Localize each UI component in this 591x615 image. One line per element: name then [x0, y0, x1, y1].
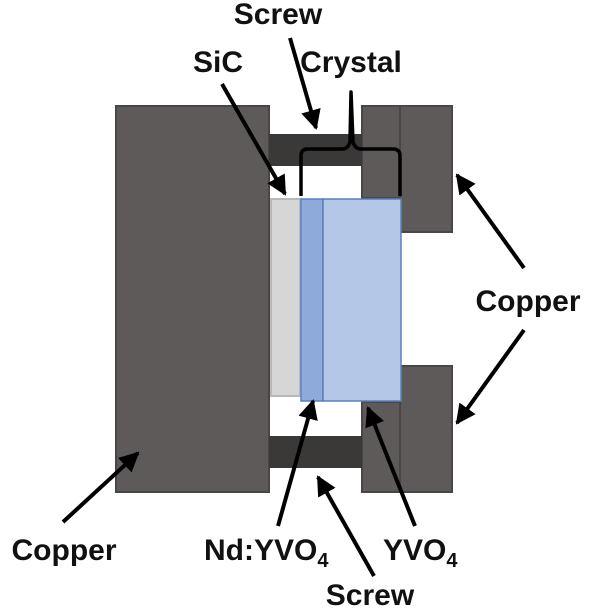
label-ndyvo4: Nd:YVO4 [204, 534, 329, 572]
arrow-copper-left [61, 451, 140, 524]
arrow-yvo4 [365, 406, 417, 527]
crystal-bracket [299, 90, 402, 196]
yvo4-layer [322, 198, 402, 402]
label-copper-right: Copper [476, 285, 581, 318]
screw-bottom [269, 436, 362, 468]
copper-block-left [115, 105, 270, 493]
label-yvo4: YVO4 [383, 534, 458, 572]
arrow-screw-bottom [316, 475, 376, 577]
arrow-copper-right-top [455, 173, 526, 270]
arrow-copper-right-bottom [455, 328, 526, 425]
sic-layer [270, 198, 301, 397]
label-ndyvo4-main: Nd:YVO [204, 534, 317, 567]
label-crystal: Crystal [300, 46, 402, 79]
copper-block-right-bottom-outer [399, 365, 453, 493]
copper-block-right-top-outer [399, 105, 453, 233]
label-yvo4-main: YVO [383, 534, 446, 567]
label-yvo4-subscript: 4 [446, 550, 458, 572]
arrow-ndyvo4 [276, 399, 318, 527]
arrow-sic [220, 83, 287, 196]
label-ndyvo4-subscript: 4 [317, 550, 329, 572]
ndyvo4-layer [300, 198, 324, 402]
label-sic: SiC [193, 46, 243, 79]
label-copper-left: Copper [12, 534, 117, 567]
arrow-screw-top [288, 37, 321, 130]
copper-block-right-top-inner [361, 105, 403, 199]
label-screw-bottom: Screw [326, 579, 415, 612]
label-screw-top: Screw [234, 0, 323, 31]
